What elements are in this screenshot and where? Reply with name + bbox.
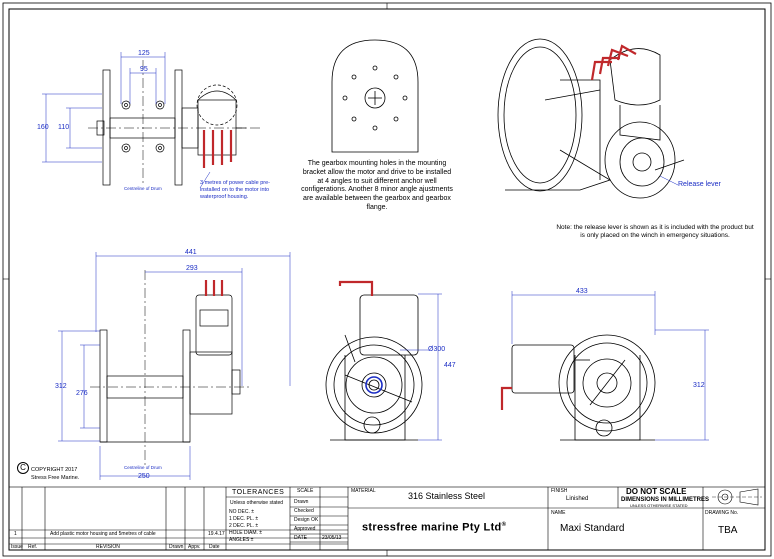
dim-433: 433	[576, 288, 588, 295]
finish-value: Linished	[566, 496, 589, 502]
drawing-no-label: DRAWING No.	[705, 510, 739, 516]
dim-125: 125	[138, 50, 150, 57]
approved-label: Approved	[294, 526, 316, 532]
tol-hole-dia: HOLE DIAM. ±	[229, 530, 263, 536]
rear-view-dims	[511, 291, 709, 441]
side-view-dims	[400, 293, 442, 441]
drawn-label: Drawn	[294, 499, 309, 505]
copyright-icon: C	[17, 462, 29, 474]
front-view-dims	[58, 252, 291, 480]
material-label: MATERIAL	[351, 488, 376, 494]
dim-110: 110	[58, 124, 70, 131]
copyright-year: COPYRIGHT 2017	[31, 467, 78, 473]
centreline-label-front: Centreline of Drum	[124, 465, 162, 470]
isometric-cables	[590, 44, 637, 81]
hdr-drawn: Drawn	[169, 544, 184, 550]
tol-angles: ANGLES ±	[229, 537, 254, 543]
tolerances-heading: TOLERANCES	[232, 489, 285, 496]
side-view-highlights	[365, 376, 383, 394]
tolerances-unless: Unless otherwise stated	[230, 500, 284, 506]
scale-label: SCALE	[297, 488, 314, 494]
dim-312-rear: 312	[693, 382, 705, 389]
side-view-cable	[338, 280, 374, 296]
release-lever-note: Note: the release lever is shown as it i…	[556, 224, 754, 240]
rev-date: 19.4.17	[208, 531, 225, 537]
drawing-no-value: TBA	[718, 525, 738, 536]
dim-diameter-300: Ø300	[428, 346, 446, 353]
dim-95: 95	[140, 66, 148, 73]
front-view-cables	[204, 280, 224, 296]
hdr-ref: Ref.	[28, 544, 38, 550]
dim-250: 250	[138, 473, 150, 480]
top-view-cables	[202, 130, 233, 168]
company-name-text: stressfree marine Pty Ltd	[362, 521, 502, 534]
title-block-lines	[8, 486, 766, 551]
design-ok-label: Design OK	[294, 517, 319, 523]
side-view	[325, 294, 423, 441]
checked-label: Checked	[294, 508, 314, 514]
projection-symbol	[712, 488, 762, 506]
hdr-issue: Issue	[11, 544, 23, 550]
copyright-owner: Stress Free Marine.	[31, 475, 80, 481]
do-not-scale: DO NOT SCALE	[626, 487, 687, 496]
rear-view-cable	[500, 386, 512, 410]
isometric-view	[497, 38, 685, 199]
centreline-label-top: Centreline of Drum	[124, 186, 162, 191]
date-label: DATE	[294, 535, 307, 541]
rear-view	[511, 334, 656, 441]
tol-2-dec: 2 DEC. PL. ±	[229, 523, 259, 529]
gearbox-bracket	[331, 39, 419, 153]
tol-no-dec: NO DEC. ±	[229, 509, 254, 515]
dim-160: 160	[37, 124, 49, 131]
date-value: 23/05/13	[322, 535, 342, 541]
dim-312-front: 312	[55, 383, 67, 390]
name-label: NAME	[551, 510, 566, 516]
release-lever-label: Release lever	[678, 181, 721, 188]
dim-447: 447	[444, 362, 456, 369]
rev-description: Add plastic motor housing and 5metres of…	[50, 531, 156, 537]
hdr-revision: REVISION	[96, 544, 120, 550]
dim-276: 276	[76, 390, 88, 397]
rev-issue: 1	[14, 531, 17, 537]
top-view-dims	[42, 52, 211, 189]
front-view	[90, 270, 250, 465]
material-value: 316 Stainless Steel	[408, 491, 486, 501]
dimensions-in-mm: DIMENSIONS IN MILLIMETRES	[621, 497, 710, 503]
gearbox-note: The gearbox mounting holes in the mounti…	[301, 160, 453, 211]
name-value: Maxi Standard	[560, 523, 625, 534]
unless-otherwise: UNLESS OTHERWISE STATED	[630, 503, 688, 508]
dim-441: 441	[185, 249, 197, 256]
hdr-date: Date	[209, 544, 220, 550]
power-cable-note: 3 metres of power cable pre-installed on…	[200, 180, 271, 200]
dim-293: 293	[186, 265, 198, 272]
tol-1-dec: 1 DEC. PL. ±	[229, 516, 259, 522]
finish-label: FINISH	[551, 488, 568, 494]
company-name: stressfree marine Pty Ltd®	[362, 522, 506, 534]
company-registered-mark: ®	[501, 522, 507, 528]
hdr-approved: Appv.	[188, 544, 201, 550]
top-view	[88, 60, 260, 186]
